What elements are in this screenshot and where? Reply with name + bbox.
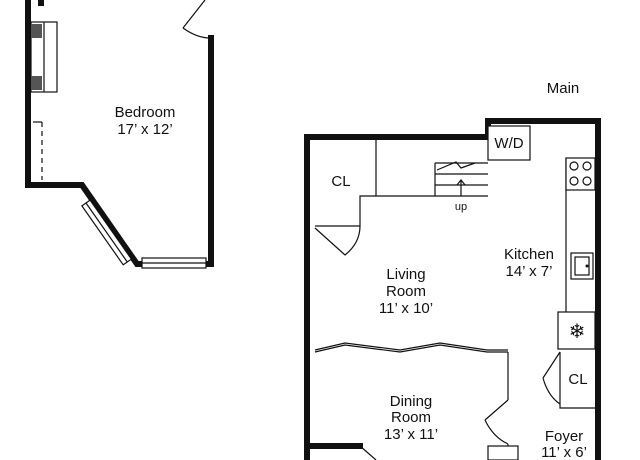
stove-burner-3	[569, 176, 579, 186]
main-level-area: up W/D CL ❄ CL	[304, 118, 601, 460]
living-closet-wall	[315, 195, 376, 227]
bedroom-door-swing	[182, 0, 211, 39]
stove-burner-2	[582, 161, 592, 171]
dining-room-name-2: Room	[391, 409, 431, 426]
stove	[565, 157, 596, 191]
bedroom-window-hatch-top	[31, 24, 42, 38]
kitchen-name: Kitchen	[504, 246, 554, 263]
living-closet-label: CL	[331, 173, 350, 190]
living-closet-door	[314, 225, 361, 256]
living-room-name-2: Room	[386, 283, 426, 300]
bedroom-name: Bedroom	[115, 104, 176, 121]
stove-burner-1	[569, 161, 579, 171]
bedroom-bay-window	[81, 199, 133, 266]
dining-door-swing	[484, 399, 509, 445]
living-dining-divider	[314, 344, 508, 353]
foyer-dimensions: 11’ x 6’	[541, 444, 587, 460]
bedroom-area: Bedroom 17’ x 12’	[25, 0, 214, 269]
dining-room-dimensions: 13’ x 11’	[384, 426, 438, 443]
dining-bottom-door	[359, 445, 377, 460]
bedroom-window-hatch-bottom	[31, 76, 42, 90]
washer-dryer-label: W/D	[494, 135, 523, 152]
stairs	[434, 161, 488, 196]
stove-burner-4	[582, 176, 592, 186]
refrigerator	[557, 311, 596, 350]
fridge-snowflake-icon: ❄	[569, 319, 586, 343]
foyer-name: Foyer	[545, 428, 583, 445]
washer-dryer	[487, 125, 531, 161]
main-wall-outer	[304, 118, 601, 460]
foyer-closet-wall	[559, 352, 598, 409]
living-room-dimensions: 11’ x 10’	[379, 300, 433, 317]
kitchen-sink	[570, 252, 594, 280]
kitchen-dimensions: 14’ x 7’	[506, 263, 553, 280]
living-room-name-1: Living	[386, 266, 425, 283]
dining-room-name-1: Dining	[390, 393, 433, 410]
foyer-closet-door	[542, 351, 561, 405]
bedroom-dimensions: 17’ x 12’	[117, 121, 172, 138]
stair-wall	[375, 137, 488, 197]
foyer-threshold	[487, 445, 519, 460]
stairs-label: up	[455, 201, 467, 213]
foyer-closet-label: CL	[568, 371, 587, 388]
bedroom-wall-bottom	[25, 35, 214, 267]
level-label: Main	[547, 80, 580, 97]
